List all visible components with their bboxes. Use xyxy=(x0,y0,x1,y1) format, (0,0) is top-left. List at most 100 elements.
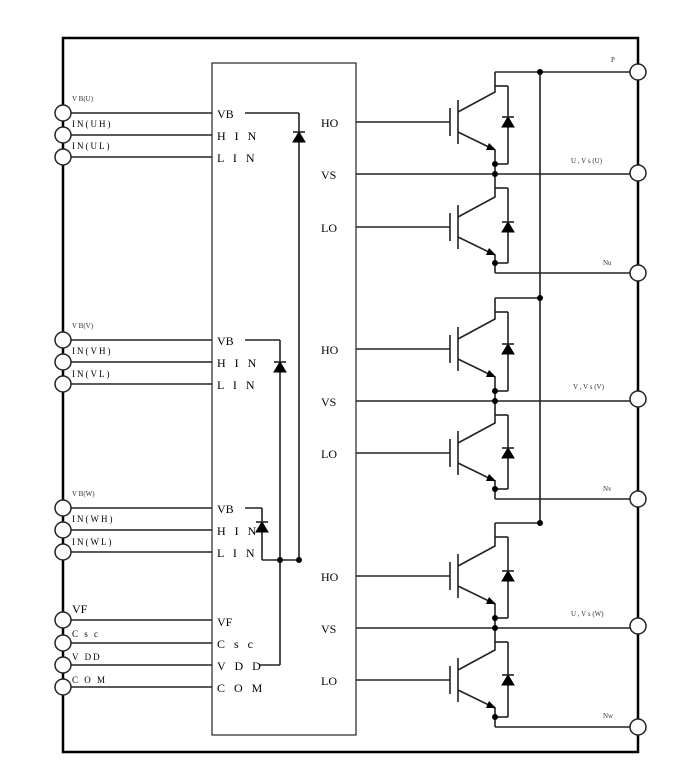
ic-pin: VS xyxy=(321,168,336,182)
emitter xyxy=(457,689,496,727)
left-label: VF xyxy=(72,602,88,616)
diode-icon xyxy=(273,361,287,373)
terminal-circle xyxy=(54,678,72,696)
emitter-arrow-icon xyxy=(486,248,496,255)
ic-pin: L I N xyxy=(217,378,258,392)
junction-dot xyxy=(492,625,498,631)
terminal-circle xyxy=(629,264,647,282)
junction-dot xyxy=(492,171,498,177)
diode-icon xyxy=(501,447,515,459)
terminal-circle xyxy=(629,718,647,736)
terminal-circle xyxy=(54,611,72,629)
junction-dot xyxy=(492,161,498,167)
output-label: P xyxy=(611,56,615,64)
terminal-circle xyxy=(629,164,647,182)
ic-pin: L I N xyxy=(217,151,258,165)
left-label: C s c xyxy=(72,629,100,639)
terminal-circle xyxy=(629,63,647,81)
left-label: V B(W) xyxy=(72,490,95,498)
collector xyxy=(457,72,496,113)
diode-icon xyxy=(501,343,515,355)
junction-dot xyxy=(492,388,498,394)
emitter-arrow-icon xyxy=(486,474,496,481)
ic-pin: VF xyxy=(217,615,233,629)
junction-dot xyxy=(492,615,498,621)
terminal-circle xyxy=(54,656,72,674)
diode-icon xyxy=(292,131,306,143)
ic-pin: VB xyxy=(217,502,234,516)
output-label: Nu xyxy=(603,259,612,267)
terminal-circle xyxy=(54,331,72,349)
gate-driver-ic xyxy=(211,62,357,736)
ic-pin: LO xyxy=(321,674,337,688)
diode-icon xyxy=(255,521,269,533)
ic-pin: VB xyxy=(217,107,234,121)
ic-pin: C s c xyxy=(217,637,256,651)
ic-pin: LO xyxy=(321,447,337,461)
ic-pin: H I N xyxy=(217,524,259,538)
ic-pin: LO xyxy=(321,221,337,235)
collector xyxy=(457,174,496,218)
output-label: U , V s (W) xyxy=(571,610,604,618)
terminal-circle xyxy=(629,390,647,408)
junction-dot xyxy=(537,69,543,75)
junction-dot xyxy=(492,398,498,404)
left-label: IN(VH) xyxy=(72,346,113,356)
ic-pin: H I N xyxy=(217,129,259,143)
emitter xyxy=(457,358,496,401)
ic-pin: L I N xyxy=(217,546,258,560)
junction-dot xyxy=(537,295,543,301)
left-label: IN(UH) xyxy=(72,119,113,129)
terminal-circle xyxy=(629,490,647,508)
junction-dot xyxy=(492,486,498,492)
emitter-arrow-icon xyxy=(486,143,496,150)
terminal-circle xyxy=(54,543,72,561)
output-label: Nv xyxy=(603,485,612,493)
terminal-circle xyxy=(54,634,72,652)
ic-pin: H I N xyxy=(217,356,259,370)
ic-pin: C O M xyxy=(217,681,265,695)
left-label: IN(UL) xyxy=(72,141,112,151)
output-label: V , V s (V) xyxy=(573,383,605,391)
left-label: V DD xyxy=(72,652,102,662)
ic-pin: HO xyxy=(321,570,339,584)
collector xyxy=(457,628,496,671)
left-label: IN(VL) xyxy=(72,369,112,379)
terminal-circle xyxy=(54,148,72,166)
junction-dot xyxy=(296,557,302,563)
left-label: IN(WH) xyxy=(72,514,115,524)
left-label: IN(WL) xyxy=(72,537,113,547)
terminal-circle xyxy=(54,375,72,393)
emitter xyxy=(457,585,496,628)
ic-pin: VS xyxy=(321,395,336,409)
terminal-circle xyxy=(54,499,72,517)
ic-pin: HO xyxy=(321,116,339,130)
terminal-circle xyxy=(54,126,72,144)
ic-pin: VS xyxy=(321,622,336,636)
collector xyxy=(457,298,496,340)
terminal-circle xyxy=(629,617,647,635)
emitter-arrow-icon xyxy=(486,701,496,708)
junction-dot xyxy=(492,260,498,266)
ic-pin: VB xyxy=(217,334,234,348)
left-label: V B(U) xyxy=(72,95,94,103)
ic-pin: V D D xyxy=(217,659,264,673)
diode-icon xyxy=(501,674,515,686)
diode-icon xyxy=(501,116,515,128)
output-label: U , V s (U) xyxy=(571,157,603,165)
diode-icon xyxy=(501,570,515,582)
left-label: V B(V) xyxy=(72,322,94,330)
output-label: Nw xyxy=(603,712,614,720)
collector xyxy=(457,523,496,567)
left-label: C O M xyxy=(72,675,107,685)
collector xyxy=(457,401,496,444)
junction-dot xyxy=(537,520,543,526)
terminal-circle xyxy=(54,104,72,122)
emitter-arrow-icon xyxy=(486,597,496,604)
terminal-circle xyxy=(54,353,72,371)
diode-icon xyxy=(501,221,515,233)
terminal-circle xyxy=(54,521,72,539)
emitter-arrow-icon xyxy=(486,370,496,377)
emitter xyxy=(457,131,496,174)
